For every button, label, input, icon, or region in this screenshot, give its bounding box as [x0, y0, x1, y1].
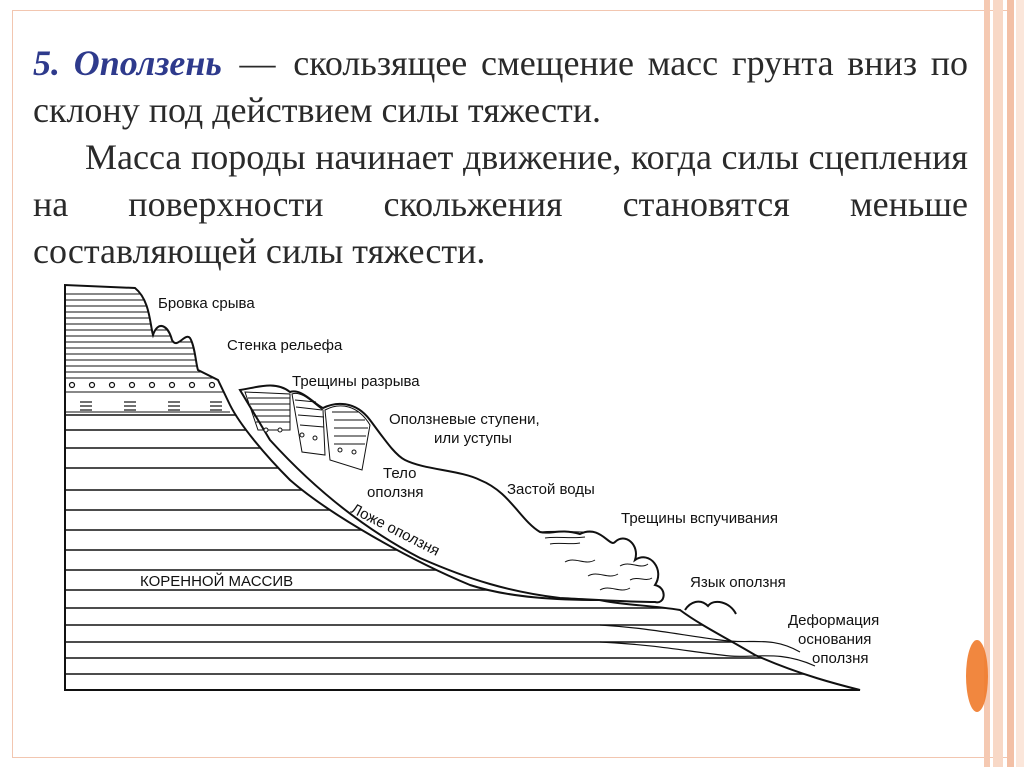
definition-text: скользящее смещение масс грунта вниз по …: [33, 43, 969, 130]
step-gravel: [263, 427, 357, 455]
swelling-cracks: [564, 559, 653, 591]
bedrock-outline: [64, 283, 861, 691]
label-korennoy: КОРЕННОЙ МАССИВ: [140, 572, 293, 590]
label-deform-3: оползня: [812, 650, 869, 667]
base-deformation: [684, 600, 737, 615]
landslide-body: [238, 384, 665, 604]
decorative-stripe: [1007, 0, 1014, 767]
decorative-orb: [966, 640, 988, 712]
label-stenka: Стенка рельефа: [227, 337, 343, 354]
decorative-stripe: [993, 0, 1003, 767]
decorative-stripe: [1016, 0, 1024, 767]
definition-dash: —: [239, 43, 276, 83]
slide-text: 5. Оползень — скользящее смещение масс г…: [33, 40, 968, 275]
deformed-strata: [599, 624, 816, 667]
landslide-diagram: Бровка срыва Стенка рельефа Трещины разр…: [64, 283, 879, 691]
label-deform-1: Деформация: [788, 612, 879, 629]
label-telo-2: оползня: [367, 484, 424, 501]
label-telo-1: Тело: [383, 465, 416, 482]
label-deform-2: основания: [798, 631, 871, 648]
label-vspuchivanie: Трещины вспучивания: [621, 510, 778, 527]
label-yazyk: Язык оползня: [690, 574, 786, 591]
clay-layer: [80, 401, 222, 411]
label-brovka: Бровка срыва: [158, 295, 255, 312]
definition-term: Оползень: [73, 43, 222, 83]
gravel-layer: [68, 381, 216, 389]
explanation-paragraph: Масса породы начинает движение, когда си…: [33, 137, 968, 271]
definition-paragraph: 5. Оползень — скользящее смещение масс г…: [33, 40, 968, 134]
definition-number: 5.: [33, 43, 60, 83]
landslide-steps: [244, 391, 371, 471]
label-zastoy: Застой воды: [507, 481, 595, 498]
label-stupeni-1: Оползневые ступени,: [389, 411, 540, 428]
label-treshchiny-razryva: Трещины разрыва: [292, 373, 420, 390]
standing-water: [539, 530, 596, 545]
label-stupeni-2: или уступы: [434, 430, 512, 447]
decorative-stripe: [984, 0, 990, 767]
